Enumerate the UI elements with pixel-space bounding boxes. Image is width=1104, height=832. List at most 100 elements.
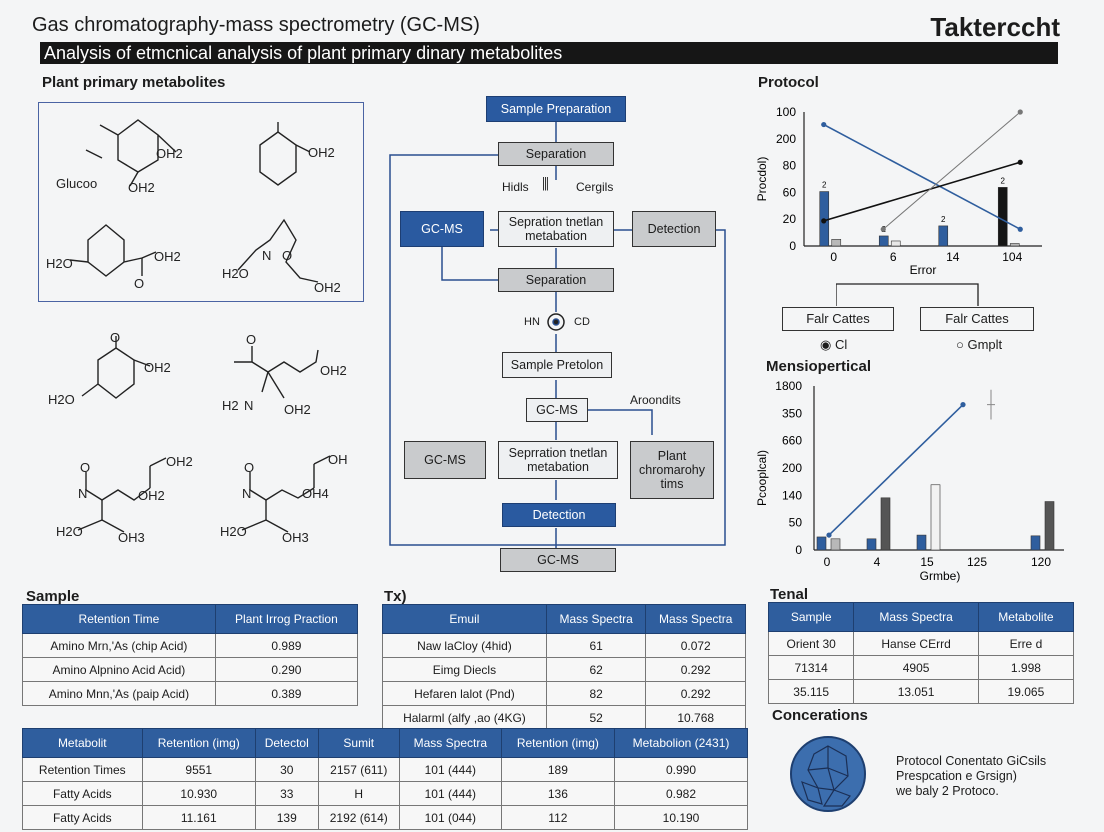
tenal-table-cell: 35.115 (767, 679, 855, 704)
flow-hn-label: HN (524, 316, 540, 328)
flow-detection-2[interactable]: Detection (502, 503, 616, 527)
tx-table-cell: 82 (545, 681, 647, 706)
struct-label: OH2 (308, 145, 335, 160)
tx-table-column-header: Emuil (382, 604, 547, 634)
tenal-table-cell: Erre d (977, 631, 1075, 656)
bar (830, 538, 841, 551)
metabolit-table-cell: 10.930 (141, 781, 256, 806)
bar (1009, 243, 1020, 247)
series-line (882, 111, 1021, 230)
flow-plant-chromarohy[interactable]: Plant chromarohy tims (630, 441, 714, 499)
sample-table-cell: Amino Mrn,'As (chip Acid) (22, 633, 216, 658)
flow-separation[interactable]: Separation (498, 142, 614, 166)
tx-table-cell: 62 (545, 657, 647, 682)
metabolit-table-cell: 139 (254, 805, 319, 830)
flow-separation-2[interactable]: Separation (498, 268, 614, 292)
flow-gcms-left-1[interactable]: GC-MS (400, 211, 484, 247)
flow-gcms-mid[interactable]: GC-MS (526, 398, 588, 422)
metabolit-table-column-header: Sumit (317, 728, 400, 758)
legend-box-2: Falr Cattes (920, 307, 1034, 331)
flow-sample-pretolon[interactable]: Sample Pretolon (502, 352, 612, 378)
legend-item-cl: ◉ Cl (820, 337, 847, 353)
y-tick-label: 50 (789, 516, 803, 530)
sample-table-column-header: Plant Irrog Praction (214, 604, 359, 634)
y-tick-label: 140 (782, 488, 802, 502)
tenal-table-cell: 4905 (853, 655, 979, 680)
bar (831, 239, 842, 247)
struct-label: OH4 (302, 486, 329, 501)
y-tick-label: 0 (795, 543, 802, 557)
metabolit-table-cell: 33 (254, 781, 319, 806)
y-tick-label: 60 (783, 185, 797, 199)
x-tick-label: 120 (1031, 555, 1051, 569)
sample-table-cell: 0.389 (214, 681, 359, 706)
sample-table-cell: 0.290 (214, 657, 359, 682)
page-title: Gas chromatography-mass spectrometry (GC… (32, 14, 480, 36)
concentrations-line-1: Protocol Conentato GiCsils (896, 754, 1047, 768)
x-tick-label: 125 (967, 555, 987, 569)
y-axis-label: Pcooplcal) (755, 450, 769, 506)
tx-table-cell: Hefaren lalot (Pnd) (382, 681, 547, 706)
metabolit-table-cell: Fatty Acids (22, 781, 143, 806)
brand-logo-text: Takterccht (930, 12, 1060, 42)
y-tick-label: 80 (783, 159, 797, 173)
y-axis-label: Procdol) (755, 157, 769, 202)
flow-connectors (389, 120, 726, 548)
series-line (823, 161, 1021, 222)
flow-sample-preparation[interactable]: Sample Preparation (486, 96, 626, 122)
y-tick-label: 0 (789, 239, 796, 253)
y-tick-label: 1800 (775, 379, 802, 393)
struct-label: H2O (56, 524, 83, 539)
flow-gcms-bottom[interactable]: GC-MS (500, 548, 616, 572)
struct-label: Glucoo (56, 176, 97, 191)
flow-cergils-label: Cergils (576, 180, 614, 194)
legend-box-1: Falr Cattes (782, 307, 894, 331)
flow-sepration-metabation[interactable]: Sepration tnetlan metabation (498, 211, 614, 247)
sample-table-cell: Amino Mnn,'As (paip Acid) (22, 681, 216, 706)
struct-label: OH3 (118, 530, 145, 545)
series-point (821, 218, 827, 224)
struct-label: OH2 (314, 280, 341, 295)
legend-connectors (836, 283, 979, 306)
metabolit-table-cell: 101 (444) (398, 757, 502, 782)
series-point (826, 532, 832, 538)
bar (890, 240, 901, 247)
series-point (960, 402, 966, 408)
flow-gcms-left-2[interactable]: GC-MS (404, 441, 486, 479)
flow-sepration-metabation-2[interactable]: Seprration tnetlan metabation (498, 441, 618, 479)
struct-label: OH2 (166, 454, 193, 469)
y-tick-label: 100 (776, 105, 796, 119)
metabolit-table-cell: 10.190 (614, 805, 748, 830)
metabolit-table-cell: 2157 (611) (317, 757, 400, 782)
metabolit-table-cell: 11.161 (141, 805, 256, 830)
metabolit-table-cell: 0.990 (614, 757, 748, 782)
metabolites-heading: Plant primary metabolites (42, 74, 226, 91)
tx-table-column-header: Mass Spectra (545, 604, 647, 634)
tx-table-cell: 0.292 (645, 681, 746, 706)
flow-cd-label: CD (574, 316, 590, 328)
subtitle-banner: Analysis of etmcnical analysis of plant … (40, 42, 1058, 64)
circle-icon: ○ (956, 337, 964, 352)
struct-label: N (242, 486, 251, 501)
struct-label: OH2 (128, 180, 155, 195)
protocol-heading: Protocol (758, 74, 819, 91)
x-axis-label: Grmbe) (920, 569, 961, 583)
molecule-sphere-icon (790, 736, 866, 812)
tenal-table-cell: 71314 (767, 655, 855, 680)
bar (816, 536, 827, 551)
tenal-table-cell: 13.051 (853, 679, 979, 704)
tx-table-cell: 52 (545, 705, 647, 730)
metabolit-table-cell: 189 (500, 757, 616, 782)
structures-frame (38, 102, 364, 302)
bar (880, 497, 891, 551)
flow-detection[interactable]: Detection (632, 211, 716, 247)
y-tick-label: 200 (776, 132, 796, 146)
metabolit-table-column-header: Retention (img) (141, 728, 256, 758)
struct-label: O (246, 332, 256, 347)
x-tick-label: 0 (824, 555, 831, 569)
struct-label: OH3 (282, 530, 309, 545)
